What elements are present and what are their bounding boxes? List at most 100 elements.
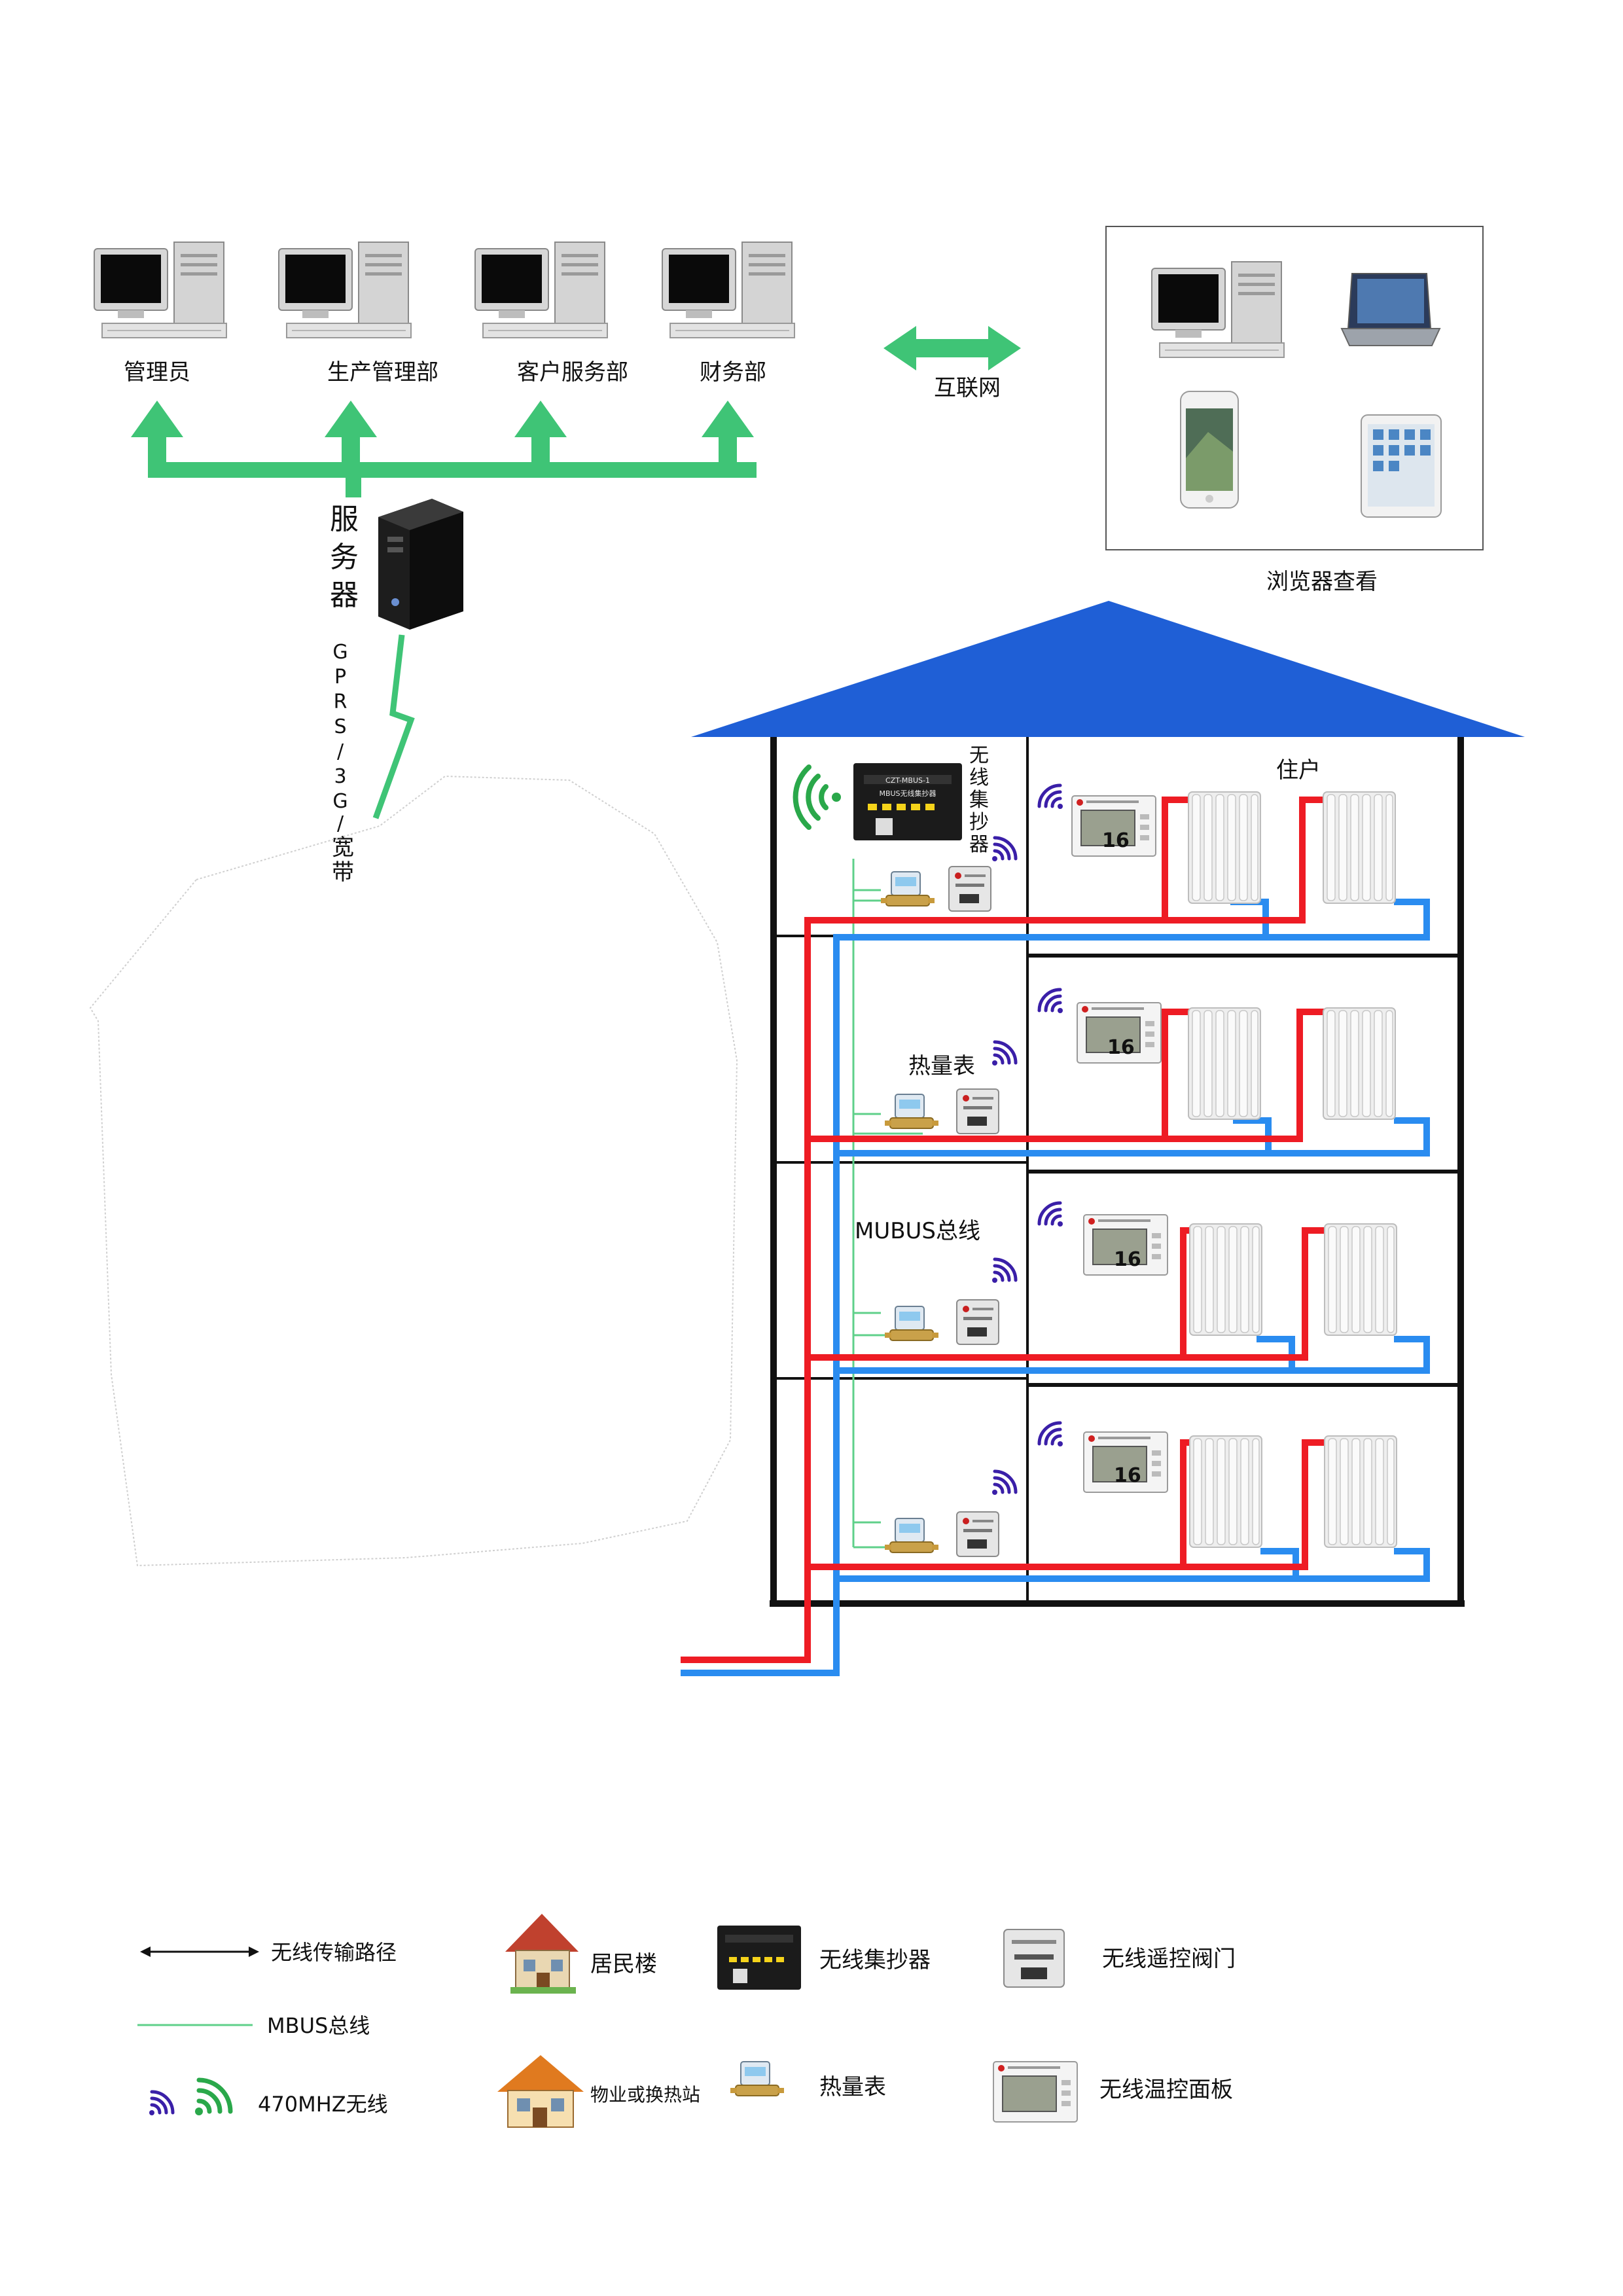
radio-signal-icon	[992, 1259, 1016, 1283]
gprs-link-bolt	[372, 634, 415, 819]
valve-icon	[956, 1088, 999, 1134]
collector-screen-line: MBUS无线集抄器	[879, 789, 936, 798]
heat-meter-icon	[884, 1518, 939, 1553]
radio-signal-icon	[1039, 1423, 1063, 1446]
collector-label-char: 集	[969, 789, 989, 812]
radiator-icon	[1189, 1435, 1262, 1548]
workstation-label: 财务部	[700, 359, 766, 386]
legend-mbus: MBUS总线	[137, 2013, 370, 2038]
collector-label-char: 无	[969, 744, 989, 767]
collector-label-char: 线	[969, 766, 989, 789]
link-char: G	[332, 641, 348, 664]
legend: 无线传输路径 MBUS总线 470MHZ无线	[137, 1914, 1236, 2128]
radio-signal-icon	[992, 1042, 1016, 1066]
heat-meter-icon	[884, 1094, 939, 1129]
thermostat-icon	[993, 2061, 1078, 2123]
thermostat-reading: 16	[1107, 1036, 1135, 1059]
radiator-icon	[1323, 1007, 1396, 1120]
thermostat-reading: 16	[1102, 829, 1130, 852]
thermostat-reading: 16	[1114, 1464, 1141, 1487]
radiator-icon	[1323, 791, 1396, 904]
legend-collector: 无线集抄器	[717, 1926, 931, 1990]
gprs-link-label: G P R S / 3 G / 宽 带	[332, 641, 354, 886]
heat-meter-icon	[730, 2061, 785, 2096]
server-label-char: 服	[330, 503, 359, 536]
radio-signal-icon	[149, 2092, 173, 2115]
server: 服 务 器	[330, 499, 463, 630]
collector-radio-icon	[793, 764, 841, 830]
workstation-label: 管理员	[124, 359, 190, 386]
valve-icon	[956, 1299, 999, 1345]
radio-signal-icon	[195, 2077, 233, 2115]
floor-1: CZT-MBUS-1 MBUS无线集抄器 无 线 集 抄 器 16 住户	[793, 744, 1396, 912]
legend-label: MBUS总线	[267, 2013, 370, 2038]
radiator-icon	[1324, 1223, 1397, 1336]
link-char: R	[334, 691, 348, 713]
workstation-production: 生产管理部	[278, 242, 438, 386]
workstation-admin: 管理员	[94, 242, 227, 386]
legend-label: 无线集抄器	[819, 1947, 931, 1973]
link-char: 宽	[332, 834, 354, 861]
desktop-computer-icon	[474, 242, 608, 338]
mbus-bus-label: MUBUS总线	[855, 1218, 980, 1244]
desktop-computer-icon	[662, 242, 795, 338]
legend-wireless-path: 无线传输路径	[140, 1940, 397, 1965]
legend-label: 无线温控面板	[1099, 2077, 1233, 2103]
workstation-label: 生产管理部	[327, 359, 438, 386]
office-network-bus	[131, 401, 757, 497]
heat-meter-icon	[880, 871, 935, 906]
coverage-region-outline	[89, 775, 738, 1567]
desktop-computer-icon	[94, 242, 227, 338]
residential-building	[691, 601, 1525, 1607]
floor-2: 热量表 16	[884, 990, 1396, 1134]
radiator-icon	[1324, 1435, 1397, 1548]
house-icon	[505, 1914, 579, 1994]
floor-3: MUBUS总线 16	[855, 1203, 1397, 1345]
radio-signal-icon	[992, 838, 1016, 861]
radiator-icon	[1188, 791, 1261, 904]
legend-label: 无线传输路径	[271, 1940, 397, 1965]
desktop-computer-icon	[1151, 261, 1285, 358]
link-char: 带	[332, 859, 354, 886]
workstation-customer-service: 客户服务部	[474, 242, 628, 386]
legend-label: 470MHZ无线	[258, 2092, 388, 2117]
collector-label-char: 器	[969, 833, 989, 856]
building-roof	[691, 601, 1525, 737]
legend-label: 热量表	[819, 2074, 886, 2100]
mbus-wiring	[852, 859, 923, 1549]
legend-valve: 无线遥控阀门	[1003, 1929, 1236, 1988]
link-char: S	[334, 715, 346, 738]
smartphone-icon	[1180, 391, 1239, 509]
workstation-label: 客户服务部	[517, 359, 628, 386]
heat-meter-label: 热量表	[908, 1053, 975, 1079]
floor-4: 16	[884, 1423, 1397, 1557]
valve-icon	[956, 1511, 999, 1557]
heat-meter-icon	[884, 1306, 939, 1341]
tablet-icon	[1361, 414, 1442, 518]
legend-residential: 居民楼	[505, 1914, 657, 1994]
server-label-char: 器	[330, 579, 359, 612]
legend-radio: 470MHZ无线	[149, 2077, 388, 2117]
internet-arrow: 互联网	[883, 326, 1021, 401]
legend-property-station: 物业或换热站	[497, 2055, 700, 2128]
collector-label-char: 抄	[969, 811, 989, 834]
legend-label: 居民楼	[590, 1951, 657, 1977]
laptop-icon	[1340, 273, 1441, 346]
collector-label: 无 线 集 抄 器	[969, 744, 989, 856]
link-char: 3	[334, 765, 346, 788]
radio-signal-icon	[1039, 990, 1063, 1013]
return-pipes	[681, 899, 1430, 1676]
workstation-finance: 财务部	[662, 242, 795, 386]
radio-signal-icon	[992, 1471, 1016, 1495]
house-icon	[497, 2055, 584, 2128]
link-char: /	[337, 812, 344, 835]
radio-signal-icon	[1039, 1203, 1063, 1227]
link-char: P	[334, 666, 346, 689]
wireless-collector: CZT-MBUS-1 MBUS无线集抄器	[853, 763, 962, 840]
browser-access-panel: 浏览器查看	[1105, 226, 1484, 595]
link-char: G	[332, 790, 348, 813]
radiator-icon	[1189, 1223, 1262, 1336]
radiator-icon	[1188, 1007, 1261, 1120]
internet-label: 互联网	[934, 375, 1001, 401]
legend-heat-meter: 热量表	[730, 2061, 886, 2100]
